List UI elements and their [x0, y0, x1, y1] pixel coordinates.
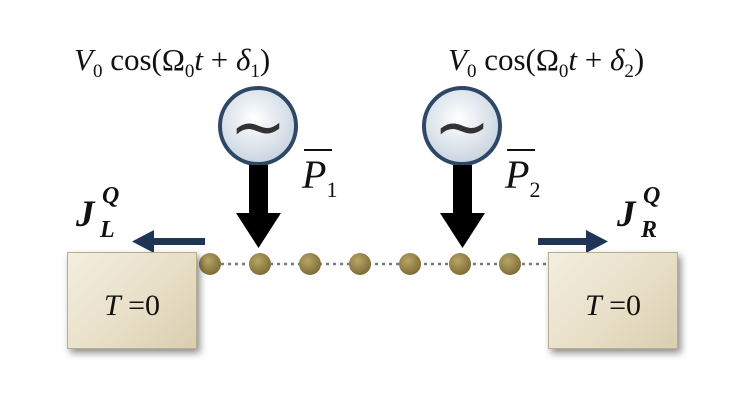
- temperature-label: T =0: [68, 289, 196, 323]
- close-paren: ): [259, 42, 271, 77]
- plus-sign: +: [577, 42, 610, 77]
- oscillator-chain: [199, 253, 521, 275]
- bead: [449, 253, 471, 275]
- amplitude-symbol: V: [448, 42, 467, 77]
- cos-function: cos(: [484, 42, 536, 77]
- phase-symbol: δ: [610, 42, 625, 77]
- temperature-value: 0: [626, 289, 642, 322]
- power-symbol: P: [302, 152, 327, 197]
- power-index: 1: [326, 177, 338, 202]
- equals-sign: =: [601, 289, 627, 322]
- heat-flux-arrow-left: [132, 230, 205, 253]
- flux-symbol: J: [76, 194, 95, 235]
- amplitude-symbol: V: [74, 42, 93, 77]
- heat-flux-right-label: J Q R: [617, 184, 660, 242]
- time-variable: t: [194, 42, 204, 77]
- bead: [399, 253, 421, 275]
- omega-symbol: Ω: [161, 42, 185, 77]
- phase-subscript: 2: [624, 61, 634, 83]
- omega-subscript: 0: [558, 61, 569, 83]
- flux-symbol: J: [617, 194, 636, 235]
- cos-function: cos(: [110, 42, 162, 77]
- sine-wave-icon: ~: [230, 88, 287, 167]
- temperature-label: T =0: [549, 289, 677, 323]
- phase-subscript: 1: [250, 61, 260, 83]
- sine-wave-icon: ~: [434, 88, 491, 167]
- amplitude-subscript: 0: [92, 61, 103, 83]
- reservoir-right: T =0: [548, 252, 678, 349]
- ac-source-2: ~: [422, 86, 502, 167]
- source-2-label: V0 cos(Ω0t + δ2): [448, 44, 644, 81]
- flux-subscript: R: [641, 217, 658, 243]
- overbar: [304, 149, 332, 151]
- flux-superscript: Q: [102, 183, 120, 209]
- amplitude-subscript: 0: [466, 61, 477, 83]
- temperature-symbol: T: [584, 289, 602, 322]
- plus-sign: +: [203, 42, 236, 77]
- heat-flux-left-label: J Q L: [76, 184, 119, 242]
- time-variable: t: [568, 42, 578, 77]
- close-paren: ): [633, 42, 645, 77]
- overbar: [507, 149, 535, 151]
- bead: [199, 253, 221, 275]
- phase-symbol: δ: [236, 42, 251, 77]
- power-arrow-2: [440, 165, 485, 248]
- flux-subscript: L: [100, 217, 115, 243]
- bead: [299, 253, 321, 275]
- bead: [349, 253, 371, 275]
- ac-source-1-ring: [218, 86, 298, 166]
- bead: [499, 253, 521, 275]
- ac-source-1: ~: [218, 86, 298, 167]
- bead: [249, 253, 271, 275]
- omega-subscript: 0: [184, 61, 195, 83]
- power-2-label: P2: [505, 149, 541, 202]
- heat-flux-arrow-right: [538, 230, 608, 253]
- power-symbol: P: [505, 152, 530, 197]
- reservoir-left: T =0: [67, 252, 197, 349]
- omega-symbol: Ω: [535, 42, 559, 77]
- ac-source-2-ring: [422, 86, 502, 166]
- power-index: 2: [529, 177, 541, 202]
- power-1-label: P1: [302, 149, 338, 202]
- equals-sign: =: [120, 289, 146, 322]
- source-1-label: V0 cos(Ω0t + δ1): [74, 44, 270, 81]
- flux-superscript: Q: [643, 183, 661, 209]
- temperature-symbol: T: [103, 289, 121, 322]
- power-arrow-1: [236, 165, 281, 248]
- temperature-value: 0: [145, 289, 161, 322]
